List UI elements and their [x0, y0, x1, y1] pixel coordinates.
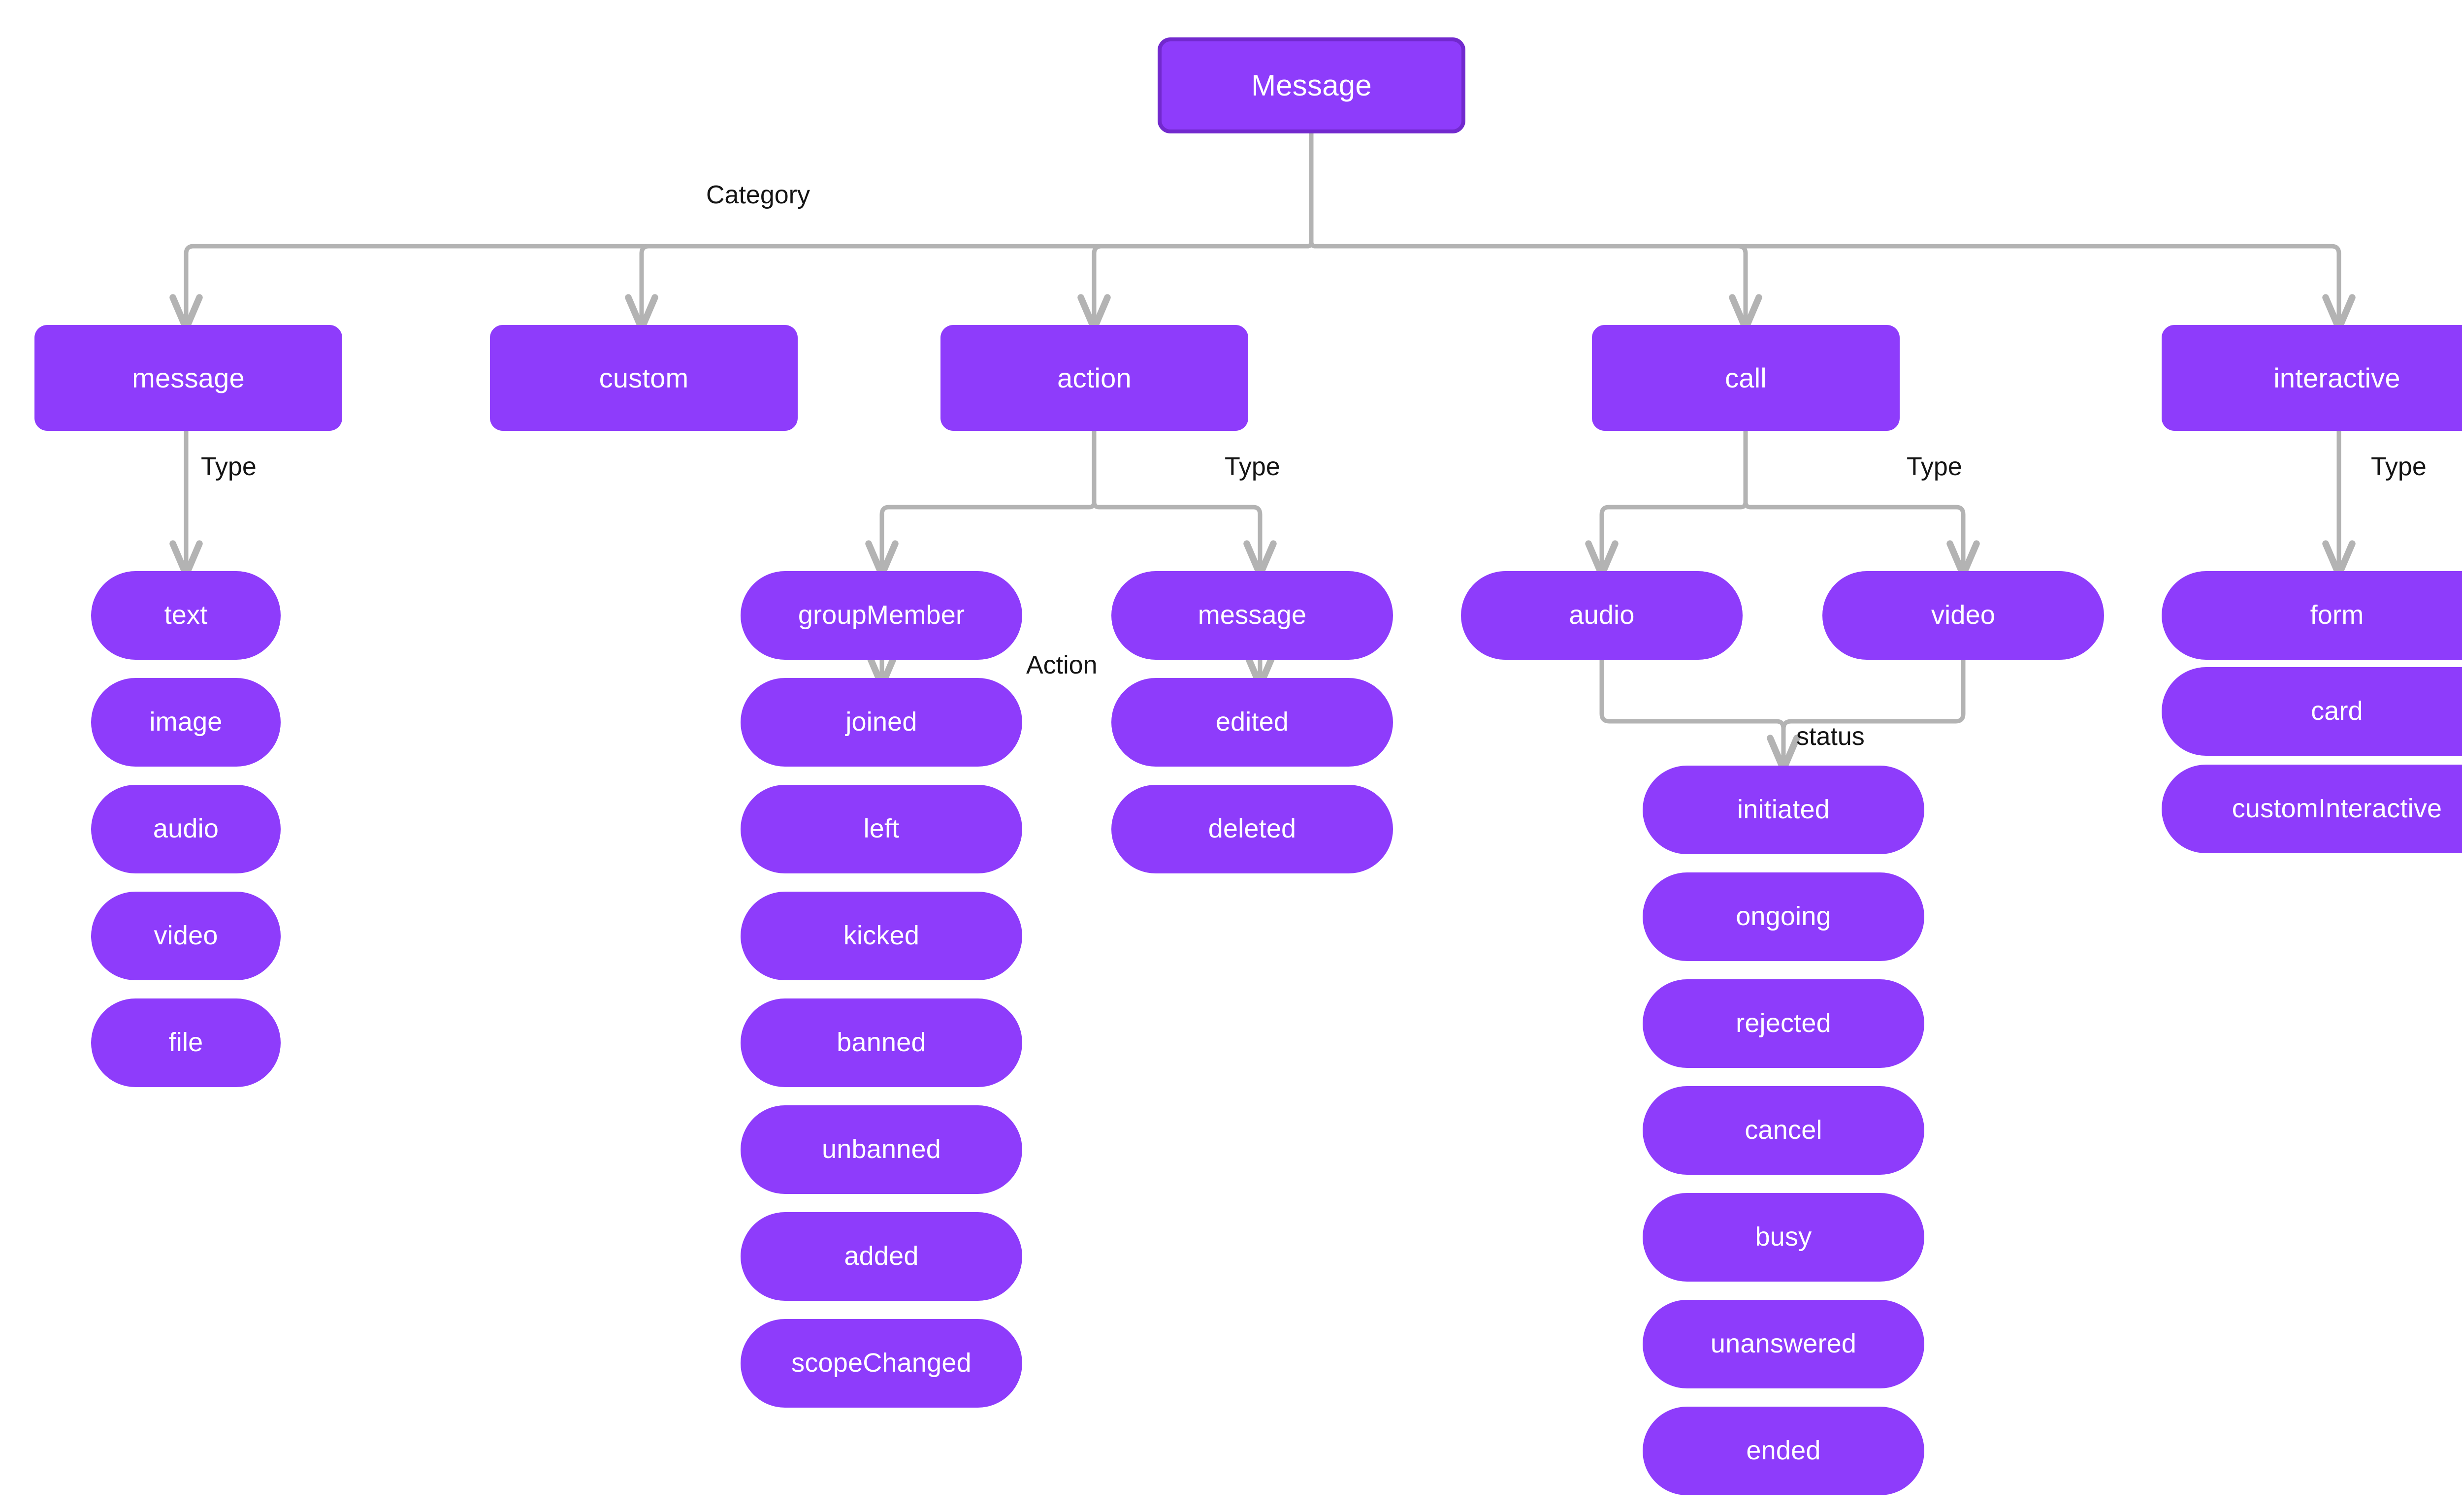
node-label: message	[132, 362, 245, 393]
node-label: audio	[153, 814, 219, 844]
edge-label-action: Action	[1026, 651, 1098, 679]
node-call-status-rejected[interactable]: rejected	[1643, 979, 1924, 1068]
node-action-type-message[interactable]: message	[1111, 571, 1393, 660]
node-category-message[interactable]: message	[34, 325, 342, 431]
node-label: kicked	[843, 921, 920, 951]
node-call-status-initiated[interactable]: initiated	[1643, 766, 1924, 854]
node-label: interactive	[2273, 362, 2400, 393]
edge-call-to-video	[1743, 428, 1980, 578]
edge-label-type-action: Type	[1225, 452, 1280, 481]
node-root-message[interactable]: Message	[1158, 37, 1465, 133]
node-actionmessage-action-deleted[interactable]: deleted	[1111, 785, 1393, 873]
node-category-custom[interactable]: custom	[490, 325, 798, 431]
edge-root-to-action	[1077, 131, 1314, 332]
node-label: ongoing	[1736, 901, 1831, 932]
edge-label-type-call: Type	[1907, 452, 1962, 481]
edge-root-to-message	[169, 131, 1314, 332]
node-label: cancel	[1745, 1115, 1822, 1145]
node-label: audio	[1569, 600, 1635, 630]
node-label: joined	[845, 707, 917, 737]
edge-label-type-interactive: Type	[2371, 452, 2427, 481]
node-interactive-type-custominteractive[interactable]: customInteractive	[2162, 765, 2462, 853]
edge-action-to-actionmessage	[1092, 428, 1277, 578]
node-call-status-unanswered[interactable]: unanswered	[1643, 1300, 1924, 1388]
node-groupmember-action-unbanned[interactable]: unbanned	[741, 1105, 1022, 1194]
node-label: left	[863, 814, 900, 844]
edge-label-status: status	[1796, 722, 1865, 751]
node-category-call[interactable]: call	[1592, 325, 1900, 431]
node-message-type-video[interactable]: video	[91, 892, 281, 980]
node-label: video	[154, 921, 218, 951]
node-interactive-type-card[interactable]: card	[2162, 667, 2462, 756]
node-call-type-audio[interactable]: audio	[1461, 571, 1743, 660]
node-message-type-audio[interactable]: audio	[91, 785, 281, 873]
node-call-status-ended[interactable]: ended	[1643, 1407, 1924, 1495]
node-label: busy	[1755, 1222, 1812, 1252]
node-groupmember-action-left[interactable]: left	[741, 785, 1022, 873]
node-label: ended	[1746, 1436, 1821, 1466]
node-message-type-file[interactable]: file	[91, 998, 281, 1087]
node-label: unanswered	[1710, 1329, 1857, 1359]
edge-root-to-interactive	[1309, 131, 2356, 332]
node-label: banned	[837, 1028, 926, 1058]
node-label: action	[1057, 362, 1132, 393]
node-label: deleted	[1208, 814, 1296, 844]
edge-label-type-message: Type	[201, 452, 257, 481]
node-groupmember-action-banned[interactable]: banned	[741, 998, 1022, 1087]
node-action-type-groupmember[interactable]: groupMember	[741, 571, 1022, 660]
node-label: text	[164, 600, 208, 630]
node-groupmember-action-added[interactable]: added	[741, 1212, 1022, 1301]
edge-call-to-audio	[1585, 428, 1748, 578]
edge-root-to-custom	[625, 131, 1314, 332]
edge-label-category: Category	[706, 181, 810, 209]
node-label: message	[1198, 600, 1307, 630]
node-label: card	[2311, 696, 2363, 726]
node-category-action[interactable]: action	[940, 325, 1248, 431]
edge-action-to-groupmember	[865, 428, 1097, 578]
node-label: video	[1931, 600, 1996, 630]
node-call-status-cancel[interactable]: cancel	[1643, 1086, 1924, 1175]
node-label: form	[2310, 600, 2364, 630]
node-label: image	[149, 707, 223, 737]
node-groupmember-action-joined[interactable]: joined	[741, 678, 1022, 767]
node-message-type-text[interactable]: text	[91, 571, 281, 660]
node-label: custom	[599, 362, 689, 393]
node-call-status-ongoing[interactable]: ongoing	[1643, 872, 1924, 961]
node-label: scopeChanged	[791, 1348, 972, 1378]
node-message-type-image[interactable]: image	[91, 678, 281, 767]
node-label: rejected	[1736, 1008, 1831, 1038]
node-label: initiated	[1737, 795, 1830, 825]
node-call-status-busy[interactable]: busy	[1643, 1193, 1924, 1282]
node-groupmember-action-kicked[interactable]: kicked	[741, 892, 1022, 980]
node-actionmessage-action-edited[interactable]: edited	[1111, 678, 1393, 767]
node-label: customInteractive	[2232, 794, 2442, 824]
node-interactive-type-form[interactable]: form	[2162, 571, 2462, 660]
node-label: unbanned	[822, 1134, 941, 1164]
node-label: groupMember	[798, 600, 965, 630]
node-label: call	[1725, 362, 1767, 393]
node-label: Message	[1251, 68, 1372, 102]
edge-audio-to-initiated	[1599, 657, 1800, 772]
node-call-type-video[interactable]: video	[1822, 571, 2104, 660]
node-groupmember-action-scopechanged[interactable]: scopeChanged	[741, 1319, 1022, 1408]
node-category-interactive[interactable]: interactive	[2162, 325, 2462, 431]
node-label: added	[844, 1241, 919, 1271]
edge-root-to-call	[1309, 131, 1762, 332]
node-label: edited	[1215, 707, 1289, 737]
node-label: file	[168, 1028, 203, 1058]
